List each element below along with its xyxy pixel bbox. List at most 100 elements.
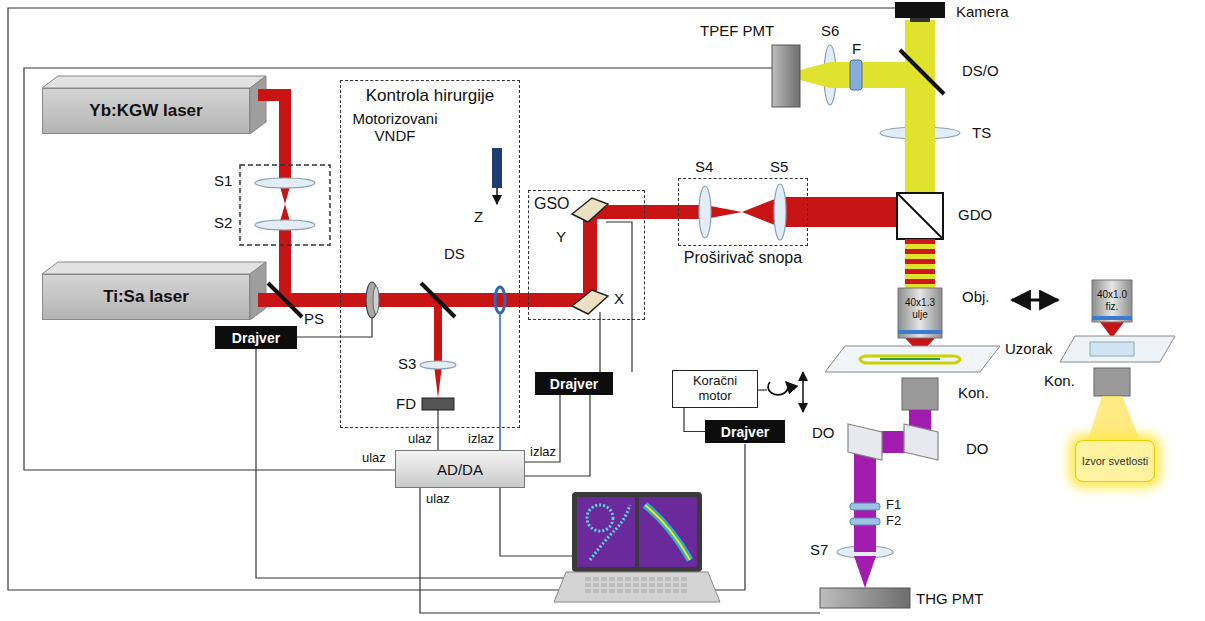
group-title: GSO: [534, 195, 570, 213]
node-text: Drajver: [550, 376, 598, 392]
part-label: DO: [812, 424, 835, 441]
telescope-box: [240, 165, 330, 245]
part-label: F1: [886, 498, 901, 513]
part-label: DS: [444, 245, 465, 262]
part-label: S4: [695, 158, 713, 175]
laser-box: Yb:KGW laser: [42, 88, 250, 134]
part-label: F2: [886, 514, 901, 529]
laptop-screen: [645, 505, 690, 560]
node-text: Izvor svetlosti: [1082, 455, 1149, 468]
objective: [1092, 316, 1132, 320]
combined-beam: [905, 239, 935, 288]
part-label: Motorizovani VNDF: [345, 110, 445, 145]
part-label: TPEF PMT: [700, 22, 774, 39]
signal-connector: [525, 395, 560, 462]
part-label: Y: [556, 228, 566, 245]
laptop-screen: [577, 497, 635, 567]
laser-housings: [42, 76, 266, 320]
part-label: S2: [214, 214, 232, 231]
shutter-body: [492, 148, 502, 188]
part-label: GDO: [958, 206, 992, 223]
part-label: S6: [821, 22, 839, 39]
beam-cube: [897, 193, 943, 239]
part-label: 40x1.0 fiz.: [1092, 289, 1132, 312]
light-source: Izvor svetlosti: [1075, 440, 1155, 482]
part-label: FD: [396, 395, 416, 412]
node-text: Koračni motor: [677, 374, 753, 404]
node-text: Drajver: [232, 330, 280, 346]
camera-icon: [895, 2, 945, 18]
part-label: X: [614, 290, 624, 307]
dichroic-mirror: [900, 50, 944, 94]
scanner-group: GSO: [528, 190, 645, 320]
rotation-arrow: [768, 382, 788, 395]
microfluidic-chip: [880, 358, 940, 360]
condenser: [1094, 368, 1130, 396]
objective: [1092, 280, 1132, 322]
control-group: Kontrola hirurgije: [340, 80, 520, 428]
part-label: S1: [214, 172, 232, 189]
driver-box: Drajver: [705, 420, 785, 443]
part-label: S7: [810, 541, 828, 558]
swap-arrow: [1012, 299, 1058, 302]
pmt-detector: [820, 588, 910, 608]
vndf-wheel: [373, 286, 379, 314]
part-label: ulaz: [362, 451, 386, 466]
beam-cube: [897, 193, 943, 239]
lenses: [255, 45, 960, 558]
shutter-ring: [495, 287, 505, 313]
node-text: Yb:KGW laser: [89, 101, 202, 121]
driver-box: Drajver: [215, 326, 297, 349]
part-label: Kamera: [956, 3, 1009, 20]
scan-mirrors: [572, 198, 608, 314]
laser-box: Ti:Sa laser: [42, 274, 250, 320]
signal-wires: [8, 8, 895, 613]
shutter-wire: [499, 313, 501, 450]
laptop-screen: [587, 505, 613, 531]
part-label: THG PMT: [916, 590, 984, 607]
thg-beam: [854, 556, 876, 588]
node-text: Ti:Sa laser: [103, 287, 189, 307]
part-label: F: [852, 40, 861, 57]
laptop-base: [554, 572, 720, 602]
filter: [850, 60, 862, 90]
signal-beam: [800, 20, 935, 193]
camera-icon: [910, 18, 930, 22]
part-label: S3: [398, 355, 416, 372]
translation-arrow: [802, 372, 804, 412]
laptop-screen: [645, 505, 690, 560]
part-label: izlaz: [530, 445, 556, 460]
laptop-keys: [585, 577, 689, 595]
microfluidic-chip: [860, 356, 960, 363]
group-title: Proširivač snopa: [649, 249, 837, 267]
illumination-beam: [1088, 396, 1140, 440]
photodiode: [422, 398, 454, 410]
laser-beam: [258, 89, 1124, 398]
part-label: Uzorak: [1005, 340, 1053, 357]
part-label: Kon.: [1044, 372, 1075, 389]
part-label: ulaz: [408, 432, 432, 447]
sample-slide: [825, 346, 1000, 372]
part-label: DO: [966, 440, 989, 457]
part-label: izlaz: [468, 432, 494, 447]
part-label: Z: [474, 208, 483, 225]
sample-dish: [1090, 342, 1134, 356]
motor-box: Koračni motor: [672, 370, 758, 408]
part-label: Obj.: [962, 288, 990, 305]
group-title: Kontrola hirurgije: [341, 86, 519, 106]
driver-box: Drajver: [535, 372, 613, 395]
part-label: 40x1.3 ulje: [898, 297, 942, 320]
signal-connector: [684, 408, 705, 432]
filter: [850, 518, 880, 525]
node-text: AD/DA: [437, 461, 483, 478]
objective: [898, 288, 942, 338]
laptop-screen: [590, 505, 630, 560]
filter: [850, 503, 880, 510]
part-label: Kon.: [958, 384, 989, 401]
sample-dish: [1060, 336, 1175, 362]
deflecting-mirrors: [848, 424, 938, 460]
part-label: S5: [770, 158, 788, 175]
pmt-detector: [772, 45, 800, 107]
part-label: TS: [972, 124, 991, 141]
